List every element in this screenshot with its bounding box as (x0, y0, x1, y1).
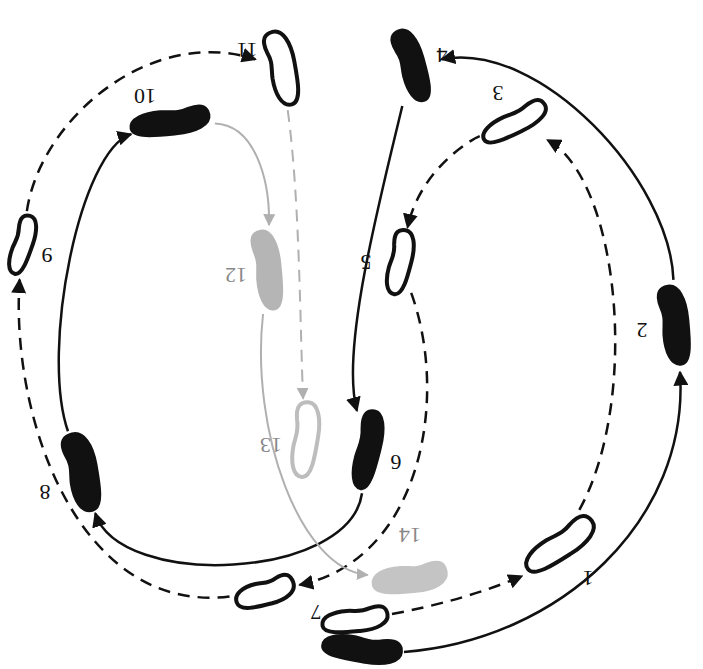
dashed-step-arrow (288, 110, 303, 399)
footprint-shape (388, 25, 438, 104)
step-number: 6 (390, 451, 401, 473)
solid-step-arrow (215, 124, 269, 225)
dashed-step-arrow (407, 136, 479, 227)
footprint-shape (480, 96, 552, 150)
footprint-outline (55, 429, 110, 515)
start-footprint-black (321, 633, 403, 666)
footprint: 7 (232, 569, 298, 616)
footprint-outline (382, 228, 418, 296)
footprint-shape (655, 283, 696, 367)
step-number: 12 (225, 264, 247, 286)
footprint-shape (58, 429, 108, 514)
step-number: 9 (41, 244, 52, 266)
footprint-outline (370, 556, 449, 601)
step-number: 13 (260, 434, 282, 456)
footprint-outline (246, 228, 289, 312)
footprint-shape (128, 103, 211, 143)
footprint: 6 (347, 408, 388, 492)
footprint: 2 (652, 283, 697, 367)
solid-step-arrow (442, 57, 674, 279)
footprint: 8 (55, 429, 110, 515)
footprint-outline (347, 408, 388, 492)
dashed-step-arrow (27, 52, 256, 211)
footprint-shape (371, 558, 450, 598)
footprint-outline (652, 283, 697, 367)
step-number: 8 (40, 481, 51, 503)
start-footprint-white (321, 604, 390, 638)
footprint-outline (478, 94, 551, 151)
step-number: 3 (492, 82, 503, 104)
footprint-outline (232, 569, 298, 616)
footprint-shape (260, 28, 305, 107)
step-number: 1 (582, 567, 593, 589)
step-number: 2 (637, 319, 648, 341)
footprint-outline (258, 28, 306, 108)
footprint: 5 (382, 228, 418, 296)
footprint: 9 (4, 213, 41, 277)
footprint-outline (385, 25, 439, 106)
solid-step-arrow (95, 493, 362, 565)
dashed-step-arrow (19, 280, 230, 598)
step-number: 7 (310, 601, 321, 623)
step-number: 10 (134, 85, 156, 107)
footprint: 3 (478, 94, 551, 151)
step-number: 5 (361, 251, 372, 273)
step-number: 11 (236, 39, 257, 61)
footprint: 10 (128, 100, 212, 143)
step-number: 4 (436, 44, 447, 66)
footprint-shape (5, 214, 39, 277)
footprint-shape (350, 409, 388, 492)
footprint-outline (4, 213, 41, 277)
footprint: 14 (370, 556, 449, 601)
footprint: 4 (385, 25, 439, 106)
footprint: 13 (288, 401, 322, 478)
start-solid-path (404, 372, 681, 652)
footprint-outline (288, 401, 322, 478)
footprint: 12 (246, 228, 289, 312)
footprint: 11 (258, 28, 306, 108)
solid-step-arrow (59, 134, 131, 431)
footprint-shape (249, 228, 289, 311)
footprint-shape (384, 228, 417, 296)
footprint-shape (290, 402, 321, 479)
footprint-shape (233, 571, 298, 614)
footprint: 1 (519, 509, 601, 581)
step-number: 14 (399, 524, 421, 546)
dashed-step-arrow (547, 140, 615, 510)
solid-step-arrow (261, 314, 368, 575)
